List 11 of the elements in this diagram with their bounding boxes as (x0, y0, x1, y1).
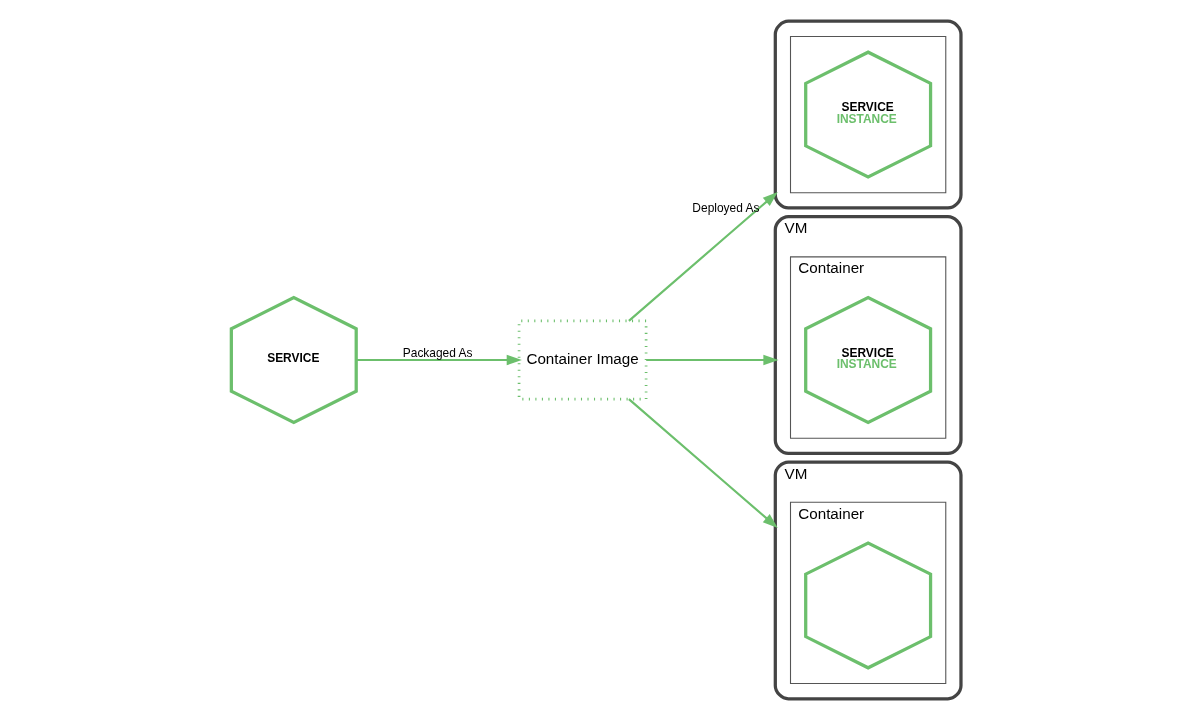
arrow (627, 191, 778, 322)
arrow (355, 354, 522, 366)
cluster (773, 19, 963, 210)
arrow (645, 354, 779, 366)
edge-label: Packaged As (402, 345, 472, 360)
cluster: Container (789, 501, 946, 685)
node-box: Container Image (517, 319, 647, 401)
node-hexagon (803, 541, 932, 670)
cluster (789, 35, 946, 194)
edge-label: Deployed As (691, 201, 759, 216)
arrow (627, 398, 778, 529)
